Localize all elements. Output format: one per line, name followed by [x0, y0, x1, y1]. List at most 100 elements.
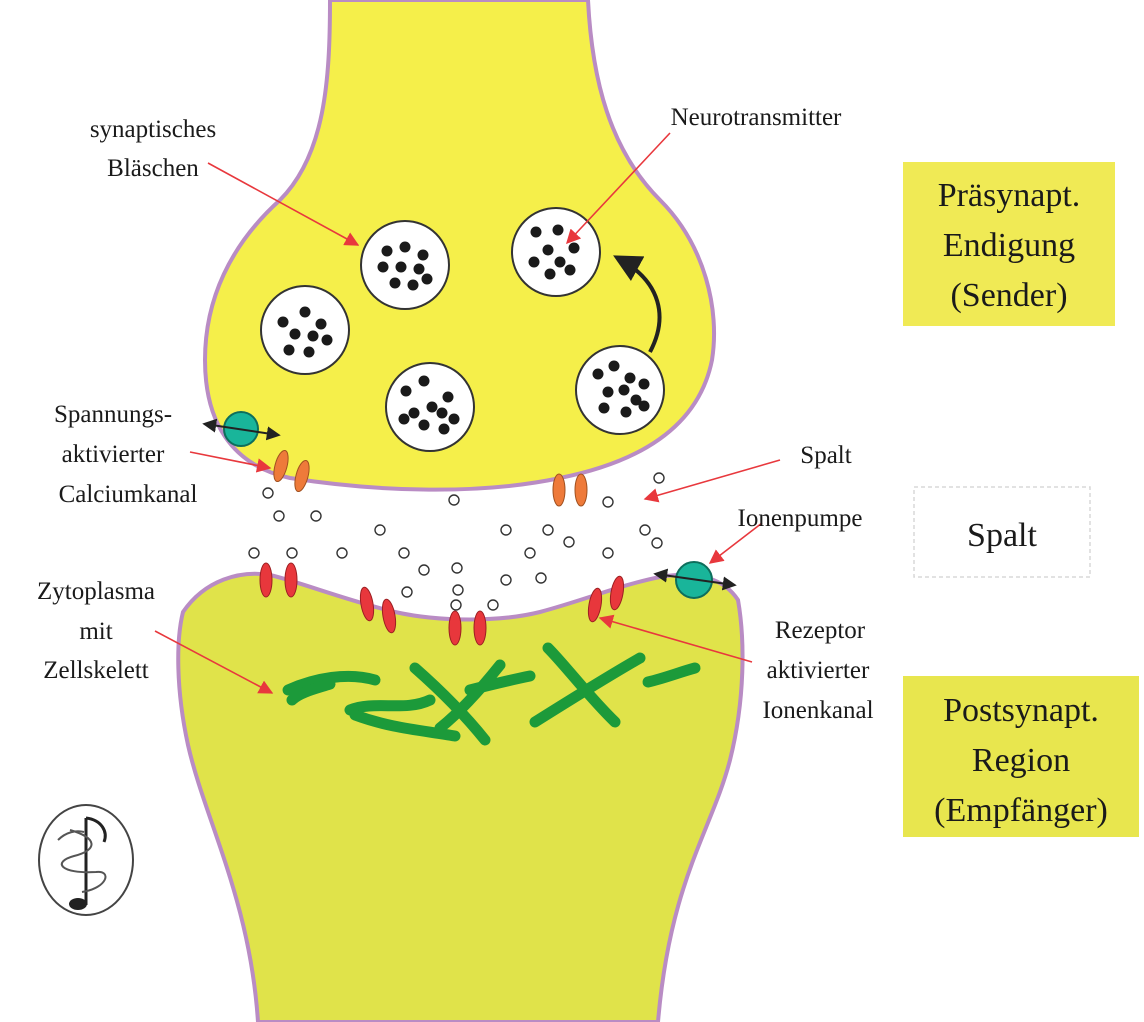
svg-text:Endigung: Endigung [943, 227, 1075, 264]
neurotransmitter-dot [398, 413, 410, 425]
neurotransmitter-dot [321, 334, 333, 346]
svg-text:(Empfänger): (Empfänger) [934, 792, 1108, 829]
neurotransmitter-dot [554, 256, 566, 268]
neurotransmitter-dot [568, 242, 580, 254]
box-cleft: Spalt [913, 486, 1091, 578]
svg-text:Rezeptor: Rezeptor [775, 617, 866, 644]
label-neurotransmitter: Neurotransmitter [671, 104, 842, 131]
caduceus-music-note-icon [38, 804, 134, 916]
free-neurotransmitter [651, 537, 663, 549]
free-neurotransmitter [448, 494, 460, 506]
vesicle [360, 220, 450, 310]
neurotransmitter-dot [624, 372, 636, 384]
svg-text:Postsynapt.: Postsynapt. [943, 692, 1099, 729]
neurotransmitter-dot [592, 368, 604, 380]
svg-text:mit: mit [79, 618, 112, 645]
free-neurotransmitter [602, 547, 614, 559]
svg-text:(Sender): (Sender) [950, 277, 1067, 314]
neurotransmitter-dot [315, 318, 327, 330]
free-neurotransmitter [336, 547, 348, 559]
svg-text:Präsynapt.: Präsynapt. [938, 177, 1081, 214]
free-neurotransmitter [452, 584, 464, 596]
neurotransmitter-dot [544, 268, 556, 280]
svg-text:Calciumkanal: Calciumkanal [59, 481, 198, 508]
free-neurotransmitter [262, 487, 274, 499]
free-neurotransmitter [310, 510, 322, 522]
free-neurotransmitter [374, 524, 386, 536]
free-neurotransmitter [602, 496, 614, 508]
neurotransmitter-dot [438, 423, 450, 435]
free-neurotransmitter [398, 547, 410, 559]
box-presynaptic: Präsynapt. Endigung (Sender) [903, 162, 1115, 326]
free-neurotransmitter [500, 524, 512, 536]
label-calcium-channel: Spannungs- aktivierter Calciumkanal [54, 401, 198, 508]
neurotransmitter-dot [564, 264, 576, 276]
neurotransmitter-dot [542, 244, 554, 256]
svg-text:synaptisches: synaptisches [90, 116, 216, 143]
neurotransmitter-dot [418, 375, 430, 387]
free-neurotransmitter [563, 536, 575, 548]
free-neurotransmitter [535, 572, 547, 584]
neurotransmitter-dot [381, 245, 393, 257]
neurotransmitter-dot [400, 385, 412, 397]
free-neurotransmitter [401, 586, 413, 598]
label-ion-pump: Ionenpumpe [738, 505, 863, 532]
presynaptic-ion-pump [202, 411, 281, 447]
neurotransmitter-dot [418, 419, 430, 431]
free-neurotransmitter [500, 574, 512, 586]
postsynaptic-receptor-channels [259, 562, 625, 646]
annotation-arrows [154, 132, 781, 694]
svg-text:aktivierter: aktivierter [767, 657, 870, 684]
free-neurotransmitter [653, 472, 665, 484]
free-neurotransmitter [273, 510, 285, 522]
neurotransmitter-dot [395, 261, 407, 273]
vesicle [575, 345, 665, 435]
label-cleft: Spalt [800, 442, 851, 469]
postsynaptic-ion-pump [653, 561, 737, 599]
neurotransmitter-dot [421, 273, 433, 285]
vesicle [385, 362, 475, 452]
svg-text:aktivierter: aktivierter [62, 441, 165, 468]
neurotransmitter-dot [448, 413, 460, 425]
box-postsynaptic: Postsynapt. Region (Empfänger) [903, 676, 1139, 837]
neurotransmitter-dot [283, 344, 295, 356]
neurotransmitter-dot [408, 407, 420, 419]
neurotransmitter-dot [638, 378, 650, 390]
svg-text:Region: Region [972, 742, 1070, 779]
neurotransmitter-dot [426, 401, 438, 413]
free-neurotransmitter [248, 547, 260, 559]
neurotransmitter-dot [530, 226, 542, 238]
cytoskeleton [282, 642, 701, 746]
neurotransmitter-dot [299, 306, 311, 318]
neurotransmitter-dot [630, 394, 642, 406]
label-receptor-channel: Rezeptor aktivierter Ionenkanal [762, 617, 873, 724]
neurotransmitter-dot [277, 316, 289, 328]
neurotransmitter-dot [436, 407, 448, 419]
neurotransmitter-dot [413, 263, 425, 275]
cleft-neurotransmitters [248, 472, 665, 611]
svg-text:Bläschen: Bläschen [107, 155, 199, 182]
postsynaptic-region [176, 571, 745, 1022]
free-neurotransmitter [286, 547, 298, 559]
neurotransmitter-dot [638, 400, 650, 412]
neurotransmitter-dot [618, 384, 630, 396]
neurotransmitter-dot [307, 330, 319, 342]
synaptic-vesicles [260, 207, 665, 452]
neurotransmitter-dot [303, 346, 315, 358]
neurotransmitter-dot [289, 328, 301, 340]
neurotransmitter-dot [528, 256, 540, 268]
neurotransmitter-dot [552, 224, 564, 236]
label-cytoplasm: Zytoplasma mit Zellskelett [37, 578, 155, 684]
neurotransmitter-dot [602, 386, 614, 398]
vesicle [260, 285, 350, 375]
free-neurotransmitter [451, 562, 463, 574]
neurotransmitter-dot [608, 360, 620, 372]
neurotransmitter-dot [417, 249, 429, 261]
free-neurotransmitter [487, 599, 499, 611]
svg-text:Zellskelett: Zellskelett [43, 657, 149, 684]
vesicle-transport-arrow [613, 255, 662, 353]
neurotransmitter-dot [407, 279, 419, 291]
presynaptic-calcium-channels [273, 449, 588, 507]
neurotransmitter-dot [620, 406, 632, 418]
